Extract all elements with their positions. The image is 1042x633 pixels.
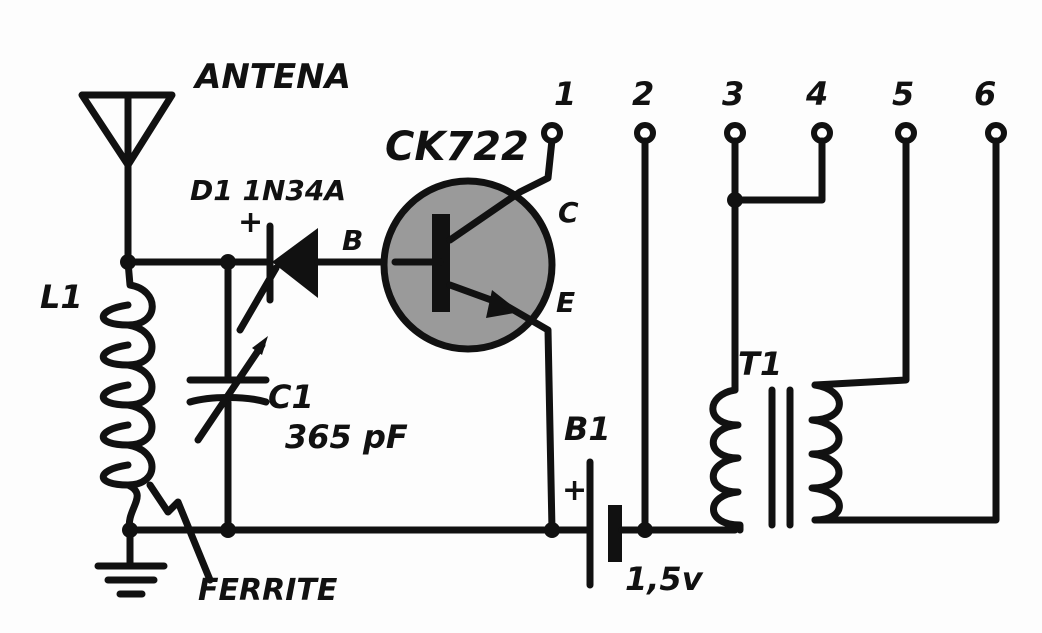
- transistor-label: CK722: [385, 124, 529, 170]
- diode-label: D1 1N34A: [190, 174, 346, 207]
- battery-label: B1: [564, 410, 611, 448]
- base-label: B: [342, 224, 363, 257]
- wire-terminal-4: [731, 137, 826, 204]
- node: [637, 522, 653, 538]
- ferrite-arrow: [146, 481, 214, 584]
- antenna-label: ANTENA: [192, 57, 351, 97]
- terminal-label: 5: [892, 75, 914, 113]
- terminal-label: 6: [974, 75, 996, 113]
- diode-plus: +: [238, 205, 263, 240]
- terminal-label: 4: [805, 75, 828, 113]
- wire-terminal-5: [811, 137, 910, 389]
- collector-label: C: [558, 196, 579, 229]
- variable-capacitor: [186, 258, 280, 534]
- coil-l1: [99, 258, 156, 534]
- capacitor-label: C1: [268, 378, 314, 416]
- node: [727, 192, 743, 208]
- battery-plus: +: [562, 473, 587, 508]
- battery-symbol: [586, 458, 739, 589]
- transformer-symbol: [709, 381, 843, 534]
- terminal-label: 3: [722, 75, 744, 113]
- ground-icon: [94, 526, 168, 598]
- battery-voltage: 1,5v: [625, 560, 704, 598]
- wire-terminal-6: [811, 137, 1000, 524]
- coil-label: L1: [40, 278, 83, 316]
- diode-symbol: [266, 222, 399, 304]
- transformer-label: T1: [738, 345, 782, 383]
- terminal-1: [541, 122, 563, 144]
- ferrite-label: FERRITE: [198, 573, 338, 608]
- terminal-label: 2: [632, 75, 654, 113]
- node: [220, 522, 236, 538]
- terminal-label: 1: [554, 75, 576, 113]
- emitter-label: E: [556, 286, 575, 319]
- transistor-symbol: [380, 136, 556, 534]
- node: [544, 522, 560, 538]
- capacitor-value: 365 pF: [285, 418, 408, 456]
- antenna-symbol: [78, 91, 176, 266]
